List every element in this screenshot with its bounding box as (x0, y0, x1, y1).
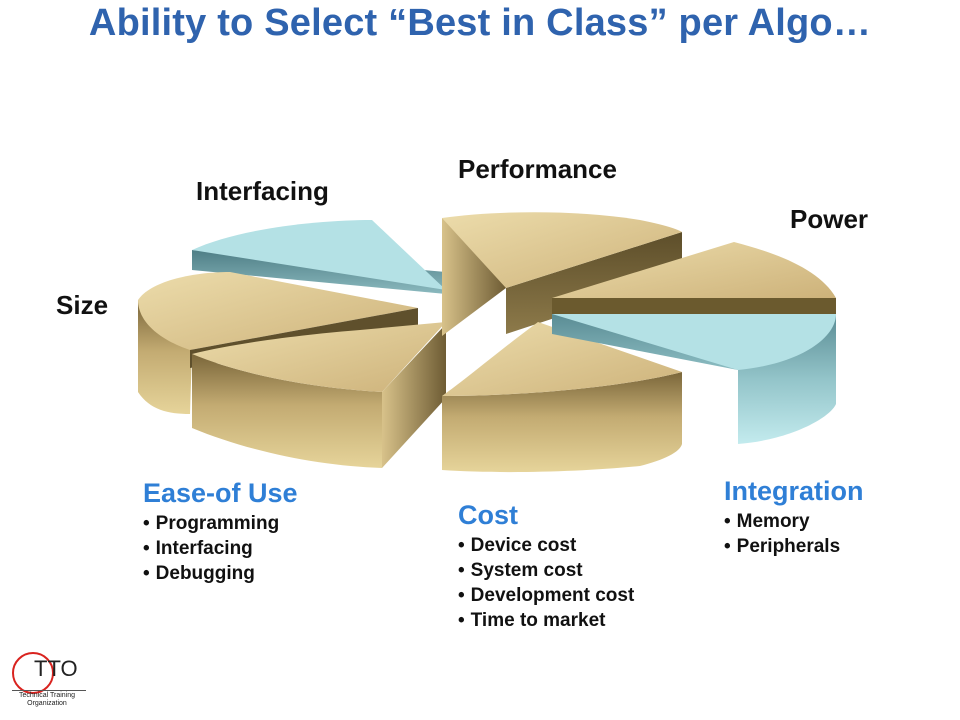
label-performance: Performance (458, 154, 617, 184)
pie-segment-integration (552, 314, 836, 444)
slide-title: Ability to Select “Best in Class” per Al… (88, 2, 872, 44)
list-item: •Interfacing (143, 538, 253, 559)
bullet-icon: • (458, 585, 465, 606)
list-item: •Memory (724, 511, 810, 532)
logo-letters: TTO (34, 656, 78, 681)
pie-segment-interfacing (192, 220, 446, 294)
label-size: Size (56, 290, 109, 320)
bullet-icon: • (458, 535, 465, 556)
group-heading: Integration (724, 476, 864, 506)
logo-subtitle: Technical Training Organization (18, 692, 76, 707)
group-heading: Ease-of Use (143, 478, 298, 508)
bullet-icon: • (143, 563, 150, 584)
list-item: •System cost (458, 560, 583, 581)
bullet-icon: • (143, 538, 150, 559)
list-item: •Device cost (458, 535, 577, 556)
pie-segment-power (552, 242, 836, 314)
list-item: •Debugging (143, 563, 255, 584)
logo-ring-icon (12, 652, 54, 694)
list-item: •Programming (143, 513, 280, 534)
label-interfacing: Interfacing (196, 176, 329, 206)
list-item: •Peripherals (724, 536, 841, 557)
pie-segment-cost (442, 322, 682, 473)
group-integration: Integration •Memory •Peripherals (724, 476, 864, 559)
group-ease-of-use: Ease-of Use •Programming •Interfacing •D… (143, 478, 298, 586)
bullet-icon: • (724, 511, 731, 532)
group-heading: Cost (458, 500, 518, 530)
bullet-icon: • (458, 610, 465, 631)
list-item: •Time to market (458, 610, 606, 631)
bullet-icon: • (143, 513, 150, 534)
pie-segment-performance (442, 212, 682, 336)
logo-divider (12, 690, 86, 691)
group-cost: Cost •Device cost •System cost •Developm… (458, 500, 634, 633)
label-power: Power (790, 204, 869, 234)
bullet-icon: • (724, 536, 731, 557)
tto-logo: TTO Technical Training Organization (8, 650, 98, 715)
bullet-icon: • (458, 560, 465, 581)
pie-segment-ease-of-use (192, 322, 446, 468)
list-item: •Development cost (458, 585, 635, 606)
